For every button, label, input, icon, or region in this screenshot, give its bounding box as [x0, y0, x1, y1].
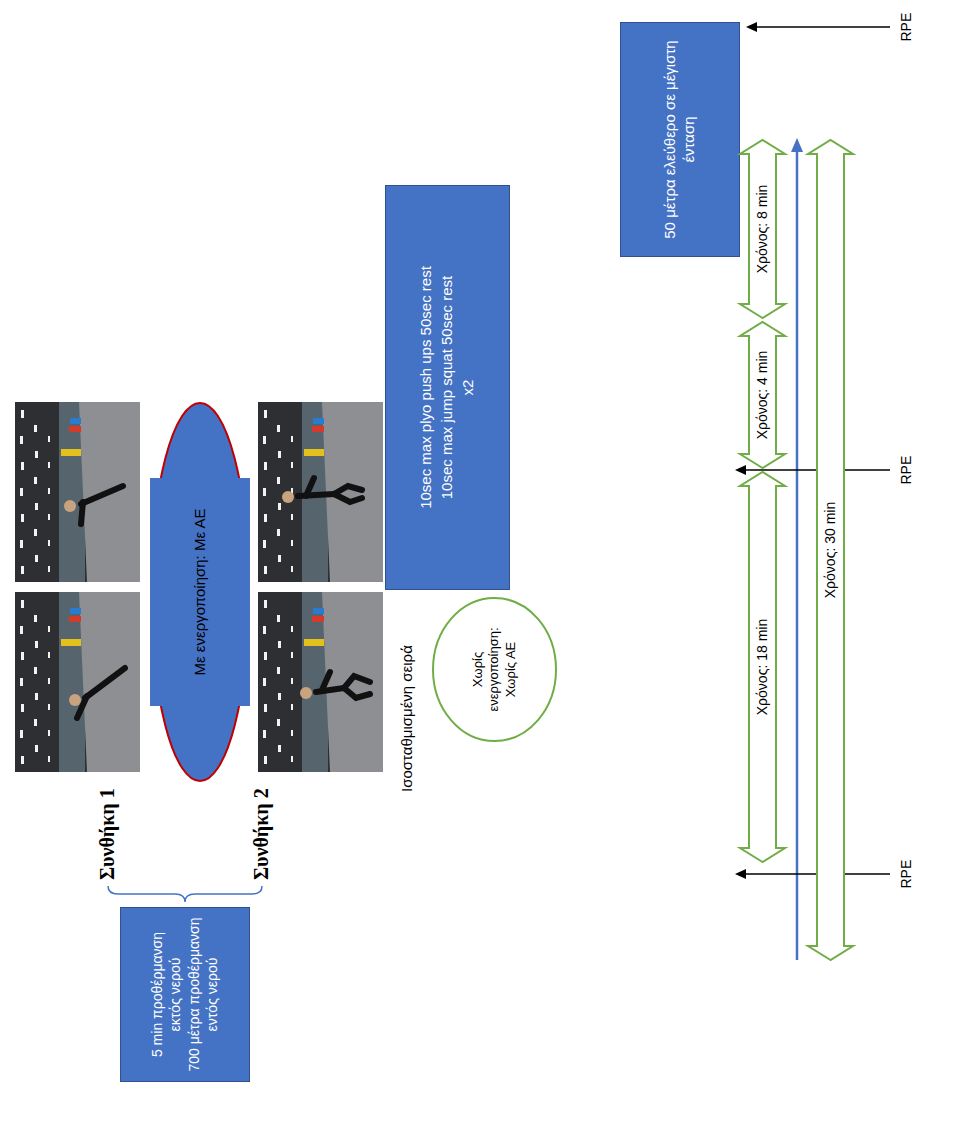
condition-ellipse: Χωρίς ενεργοποίηση: Χωρίς ΑΕ	[432, 597, 557, 742]
box-text: 10sec max jump squat 50sec rest	[438, 197, 457, 578]
order-note: Ισοσταθμισμένη σειρά	[398, 645, 415, 792]
duration-arrow: Χρόνος: 30 min	[808, 140, 853, 960]
condition-bracket	[108, 886, 262, 902]
exercise-photo	[258, 592, 383, 772]
warmup-box: 5 min προθέρμανση εκτός νερού700 μέτρα π…	[120, 907, 250, 1082]
rpe-label: RPE	[898, 456, 914, 485]
condition-band: Με ενεργοποίηση: Με ΑΕ	[150, 402, 250, 782]
box-text: Χωρίς ενεργοποίηση: Χωρίς ΑΕ	[470, 619, 519, 720]
rpe-label: RPE	[898, 860, 914, 889]
condition-label: Συνθήκη 2	[250, 788, 273, 880]
box-text: Με ενεργοποίηση: Με ΑΕ	[191, 492, 210, 692]
test-box: 50 μέτρα ελεύθερο σε μέγιστη ένταση	[620, 22, 740, 257]
box-text: 5 min προθέρμανση εκτός νερού	[149, 917, 184, 1072]
timeline-arrow	[791, 138, 803, 960]
box-text: 700 μέτρα προθέρμανση εντός νερού	[186, 917, 221, 1072]
rpe-marker	[746, 22, 890, 32]
box-text: 50 μέτρα ελεύθερο σε μέγιστη ένταση	[661, 34, 699, 245]
exercise-photo	[15, 402, 140, 582]
exercise-photo	[15, 592, 140, 772]
duration-arrow: Χρόνος: 8 min	[740, 140, 785, 318]
warmup-box-shape	[120, 907, 250, 1082]
duration-label: Χρόνος: 18 min	[754, 490, 772, 844]
exercise-box: 10sec max plyo push ups 50sec rest10sec …	[385, 185, 510, 590]
exercise-photo	[258, 402, 383, 582]
condition-label: Συνθήκη 1	[96, 788, 119, 880]
rpe-label: RPE	[898, 13, 914, 42]
box-text: 10sec max plyo push ups 50sec rest	[417, 197, 436, 578]
duration-arrow: Χρόνος: 4 min	[740, 322, 785, 468]
duration-label: Χρόνος: 4 min	[754, 340, 772, 450]
rpe-marker	[735, 869, 890, 879]
box-text: x2	[459, 197, 478, 578]
duration-arrow: Χρόνος: 18 min	[740, 472, 785, 862]
duration-label: Χρόνος: 8 min	[754, 158, 772, 300]
duration-label: Χρόνος: 30 min	[822, 158, 840, 942]
